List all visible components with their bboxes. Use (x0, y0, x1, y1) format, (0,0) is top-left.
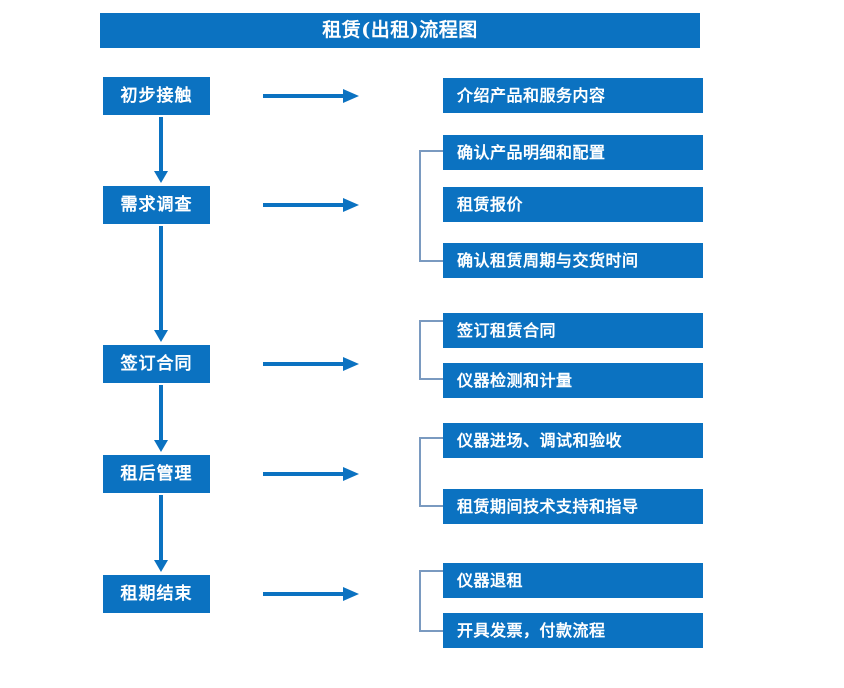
detail-box-1-1[interactable]: 介绍产品和服务内容 (443, 78, 703, 113)
detail-box-3-2[interactable]: 仪器检测和计量 (443, 363, 703, 398)
page-title: 租赁(出租)流程图 (100, 13, 700, 48)
arrow-right-icon-4 (263, 467, 359, 481)
arrow-head (343, 89, 359, 103)
group-bracket-2 (419, 150, 443, 262)
arrow-down-icon-2 (154, 226, 168, 342)
arrow-head (154, 440, 168, 452)
stage-box-5[interactable]: 租期结束 (103, 575, 210, 613)
arrow-right-icon-3 (263, 357, 359, 371)
arrow-head (343, 357, 359, 371)
arrow-down-icon-4 (154, 495, 168, 572)
stage-box-3[interactable]: 签订合同 (103, 345, 210, 383)
group-bracket-3 (419, 320, 443, 380)
arrow-right-icon-1 (263, 89, 359, 103)
arrow-head (154, 330, 168, 342)
arrow-head (343, 198, 359, 212)
stage-box-1[interactable]: 初步接触 (103, 77, 210, 115)
detail-box-3-1[interactable]: 签订租赁合同 (443, 313, 703, 348)
arrow-right-icon-2 (263, 198, 359, 212)
arrow-shaft (263, 472, 345, 476)
stage-box-2[interactable]: 需求调查 (103, 186, 210, 224)
arrow-right-icon-5 (263, 587, 359, 601)
arrow-down-icon-3 (154, 385, 168, 452)
detail-box-5-2[interactable]: 开具发票，付款流程 (443, 613, 703, 648)
arrow-shaft (159, 495, 163, 561)
arrow-shaft (263, 592, 345, 596)
arrow-shaft (263, 94, 345, 98)
detail-box-4-1[interactable]: 仪器进场、调试和验收 (443, 423, 703, 458)
arrow-head (154, 560, 168, 572)
arrow-head (343, 467, 359, 481)
stage-box-4[interactable]: 租后管理 (103, 455, 210, 493)
group-bracket-4 (419, 437, 443, 507)
detail-box-2-3[interactable]: 确认租赁周期与交货时间 (443, 243, 703, 278)
arrow-shaft (263, 203, 345, 207)
detail-box-2-2[interactable]: 租赁报价 (443, 187, 703, 222)
arrow-head (343, 587, 359, 601)
detail-box-2-1[interactable]: 确认产品明细和配置 (443, 135, 703, 170)
arrow-shaft (159, 117, 163, 172)
arrow-shaft (159, 226, 163, 331)
arrow-shaft (263, 362, 345, 366)
detail-box-5-1[interactable]: 仪器退租 (443, 563, 703, 598)
detail-box-4-2[interactable]: 租赁期间技术支持和指导 (443, 489, 703, 524)
group-bracket-5 (419, 570, 443, 632)
arrow-shaft (159, 385, 163, 441)
arrow-down-icon-1 (154, 117, 168, 183)
arrow-head (154, 171, 168, 183)
